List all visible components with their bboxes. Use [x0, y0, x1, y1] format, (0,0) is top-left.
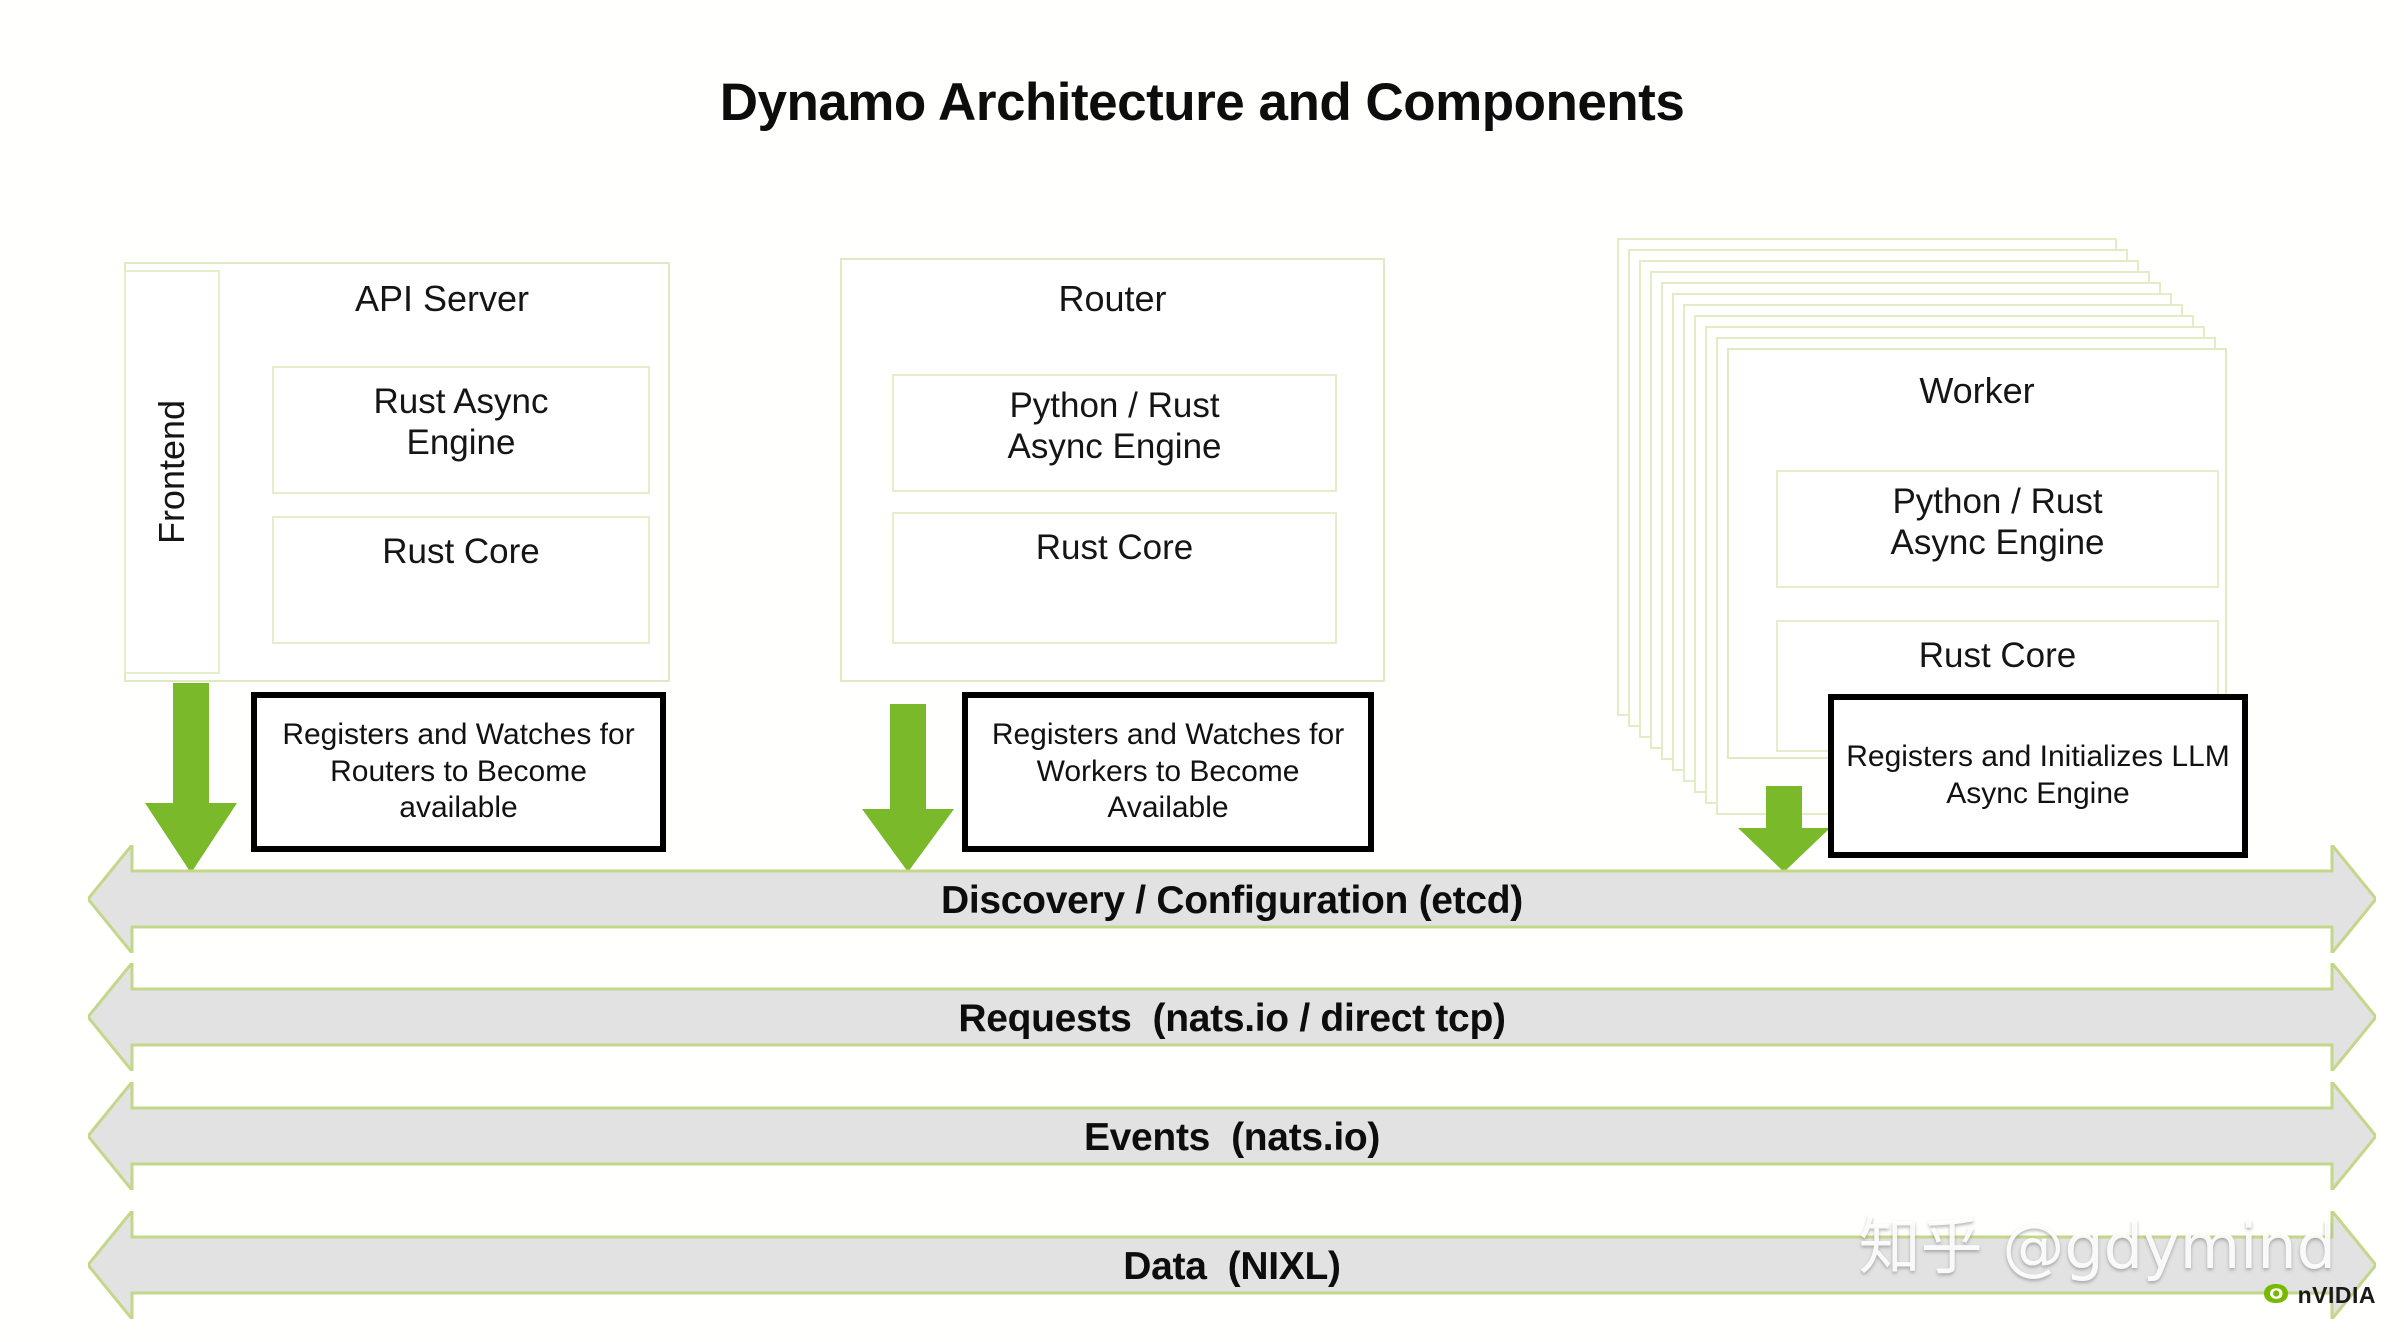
layer-label-router-async-engine: Python / Rust Async Engine	[1007, 386, 1222, 466]
green-down-arrow-router	[862, 704, 954, 872]
layer-label-worker-rust-core: Rust Core	[1918, 636, 2077, 675]
component-title-router: Router	[1058, 278, 1167, 319]
component-title-api-server: API Server	[354, 278, 530, 319]
layer-card-worker-async-engine: Python / Rust Async Engine	[1776, 470, 2219, 588]
layer-card-router-async-engine: Python / Rust Async Engine	[892, 374, 1337, 492]
band-label-discovery-configuration: Discovery / Configuration (etcd)	[941, 879, 1523, 922]
band-label-data: Data (NIXL)	[1123, 1245, 1341, 1288]
nvidia-logo: nVIDIA	[2261, 1282, 2376, 1309]
page-title: Dynamo Architecture and Components	[719, 73, 1685, 132]
layer-card-router-rust-core: Rust Core	[892, 512, 1337, 644]
layer-card-api-server-rust-core: Rust Core	[272, 516, 650, 644]
nvidia-wordmark: nVIDIA	[2297, 1282, 2376, 1308]
nvidia-eye-icon	[2261, 1283, 2291, 1309]
layer-label-router-rust-core: Rust Core	[1035, 528, 1194, 567]
layer-label-api-server-async-engine: Rust Async Engine	[373, 382, 549, 462]
layer-label-api-server-rust-core: Rust Core	[382, 532, 540, 571]
callout-worker: Registers and Initializes LLM Async Engi…	[1828, 694, 2248, 858]
layer-label-worker-async-engine: Python / Rust Async Engine	[1890, 482, 2105, 562]
frontend-strip: Frontend	[124, 270, 220, 674]
callout-api-server: Registers and Watches for Routers to Bec…	[251, 692, 666, 852]
band-data: Data (NIXL)	[88, 1211, 2376, 1319]
green-down-arrow-worker	[1738, 786, 1830, 872]
green-down-arrow-api-server	[145, 683, 237, 873]
band-discovery-configuration: Discovery / Configuration (etcd)	[88, 845, 2376, 953]
band-requests: Requests (nats.io / direct tcp)	[88, 963, 2376, 1071]
band-label-requests: Requests (nats.io / direct tcp)	[958, 997, 1506, 1040]
layer-card-api-server-async-engine: Rust Async Engine	[272, 366, 650, 494]
frontend-label: Frontend	[151, 399, 192, 545]
band-events: Events (nats.io)	[88, 1082, 2376, 1190]
callout-router: Registers and Watches for Workers to Bec…	[962, 692, 1374, 852]
component-title-worker: Worker	[1919, 370, 2035, 411]
band-label-events: Events (nats.io)	[1083, 1116, 1381, 1159]
